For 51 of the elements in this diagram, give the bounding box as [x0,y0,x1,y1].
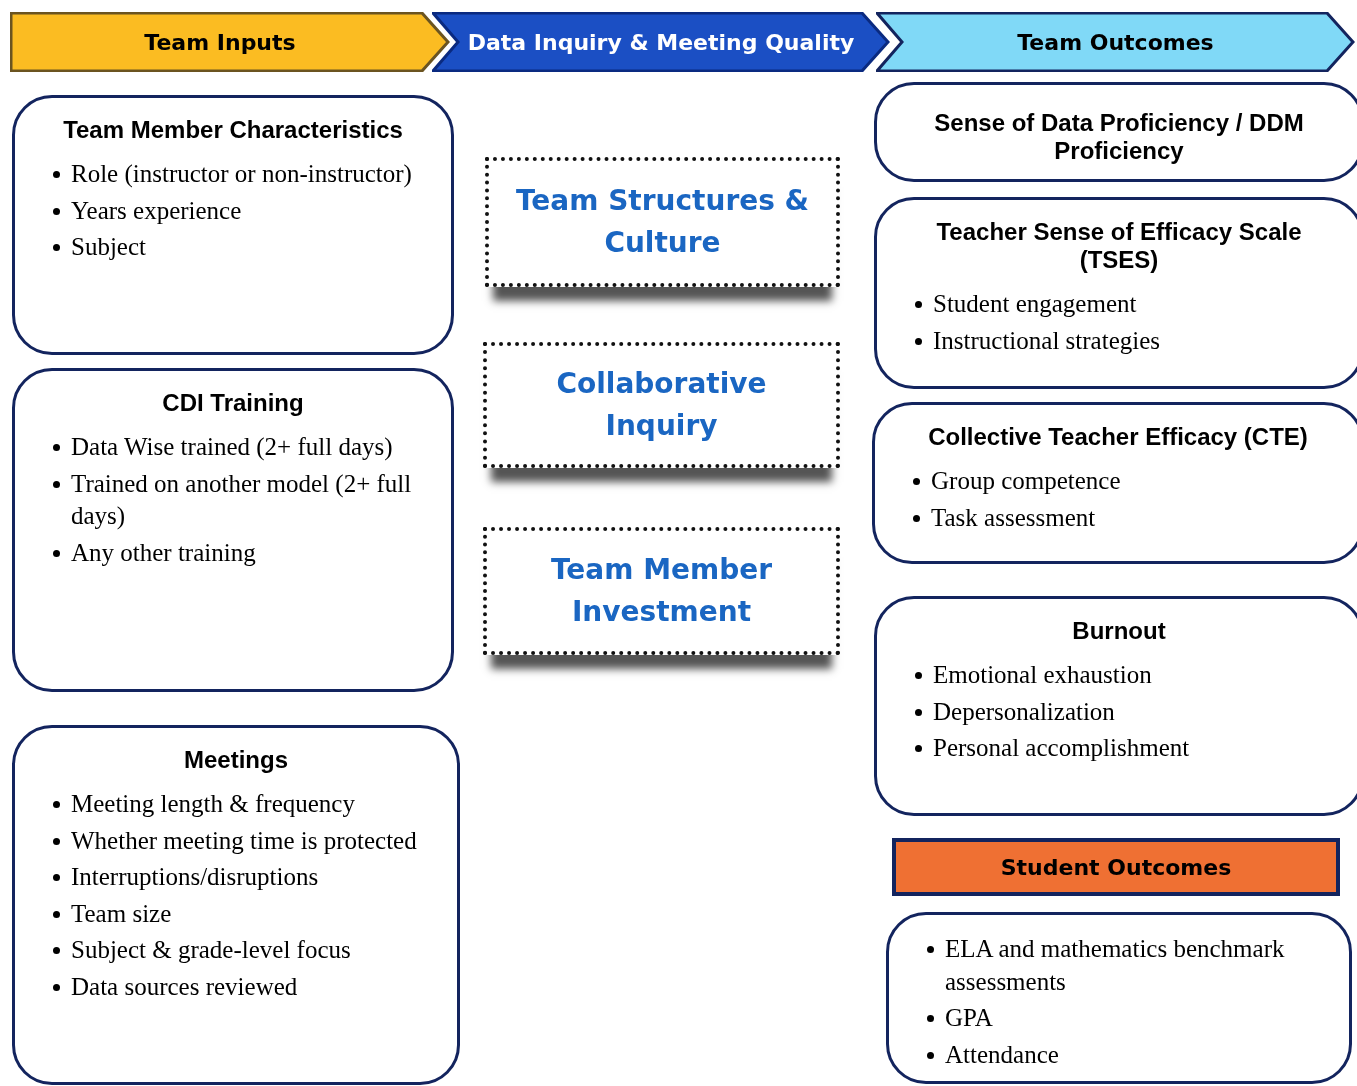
bullet-item: Attendance [945,1039,1060,1070]
dotted-box [483,527,840,655]
bullet-item: Team size [71,898,173,929]
rounded-box [12,95,454,355]
box-title: Team Structures & Culture [515,183,810,261]
bullet-item: Emotional exhaustion [933,660,1153,690]
rounded-box [874,596,1357,816]
chevron-banner [876,12,1355,72]
box-heading: Meetings [183,746,289,774]
bullet-item: Role (instructor or non-instructor) [71,159,413,190]
bullet-item: Years experience [71,195,243,226]
bullet-item: Data sources reviewed [71,971,299,1002]
bullet-item: Interruptions/disruptions [71,862,320,892]
bullet-item: Any other training [71,537,257,568]
box-title: Team Member Investment [549,552,774,630]
box-heading: Collective Teacher Efficacy (CTE) [927,423,1309,451]
rounded-box [12,368,454,692]
section-banner [892,838,1340,896]
bullet-item: Instructional strategies [933,325,1161,356]
bullet-item: Group competence [931,466,1122,496]
rounded-box [874,197,1357,389]
bullet-item: Subject [71,232,147,262]
bullet-item: GPA [945,1003,994,1033]
box-title: Collaborative Inquiry [555,366,768,444]
rounded-box [12,725,460,1085]
bullet-item: Whether meeting time is protected [71,825,418,856]
rounded-box [886,912,1352,1084]
bullet-item: Personal accomplishment [933,733,1191,763]
box-heading: CDI Training [161,389,305,417]
bullet-item: Student engagement [933,289,1138,319]
chevron-banner [432,12,890,72]
banner-title: Data Inquiry & Meeting Quality [467,29,855,55]
bullet-item: Subject & grade-level focus [71,935,352,965]
bullet-item: Trained on another model (2+ full days) [71,468,413,531]
bullet-item: Task assessment [931,502,1097,533]
bullet-item: Depersonalization [933,696,1116,727]
box-heading: Sense of Data Proficiency / DDM Proficiency [933,109,1305,165]
bullet-item: Data Wise trained (2+ full days) [71,432,394,463]
chevron-banner [10,12,450,72]
bullet-item: Meeting length & frequency [71,789,356,819]
dotted-box [485,157,840,287]
box-heading: Team Member Characteristics [62,116,404,144]
banner-title: Team Inputs [144,29,296,55]
box-heading: Burnout [1071,617,1167,645]
rounded-box [872,402,1357,564]
box-heading: Teacher Sense of Efficacy Scale (TSES) [935,218,1303,274]
dotted-box [483,342,840,468]
bullet-item: ELA and mathematics benchmark assessments [945,934,1286,997]
banner-title: Team Outcomes [1017,29,1214,55]
banner-title: Student Outcomes [1000,854,1232,880]
rounded-box [874,82,1357,182]
